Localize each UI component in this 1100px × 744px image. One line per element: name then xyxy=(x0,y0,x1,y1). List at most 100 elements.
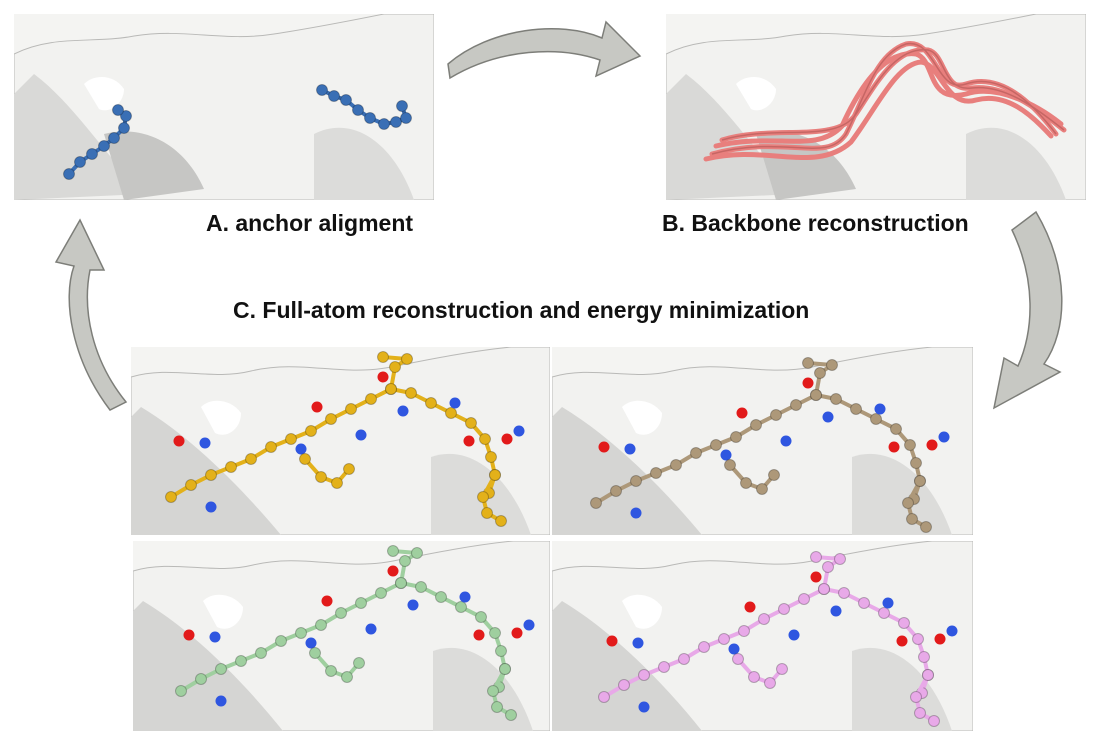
ball-and-stick-chain xyxy=(63,104,132,180)
atom xyxy=(914,707,926,719)
atom xyxy=(355,597,367,609)
atom xyxy=(618,679,630,691)
atom xyxy=(485,451,497,463)
nitrogen-atom xyxy=(882,597,894,609)
step-c-label: C. Full-atom reconstruction and energy m… xyxy=(233,297,810,323)
atom xyxy=(341,671,353,683)
atom xyxy=(63,168,75,180)
nitrogen-atom xyxy=(830,605,842,617)
ball-and-stick-chain xyxy=(377,351,413,395)
nitrogen-atom xyxy=(209,631,221,643)
ball-and-stick-chain xyxy=(802,357,838,401)
atom xyxy=(309,647,321,659)
atom xyxy=(810,551,822,563)
atom xyxy=(898,617,910,629)
atom xyxy=(345,403,357,415)
atom xyxy=(910,457,922,469)
oxygen-atom xyxy=(387,565,399,577)
nitrogen-atom xyxy=(624,443,636,455)
atom xyxy=(850,403,862,415)
atom xyxy=(215,663,227,675)
full-atom-model-3 xyxy=(133,541,550,731)
atom xyxy=(245,453,257,465)
atom xyxy=(378,118,390,130)
ball-and-stick-chain xyxy=(732,653,788,689)
atom xyxy=(325,413,337,425)
nitrogen-atom xyxy=(295,443,307,455)
model-2-structure xyxy=(552,347,973,535)
atom xyxy=(914,475,926,487)
atom xyxy=(870,413,882,425)
atom xyxy=(120,110,132,122)
atom xyxy=(826,359,838,371)
atom xyxy=(481,507,493,519)
atom xyxy=(343,463,355,475)
atom xyxy=(790,399,802,411)
atom xyxy=(758,613,770,625)
atom xyxy=(479,433,491,445)
atom xyxy=(415,581,427,593)
atom xyxy=(818,583,830,595)
ball-and-stick-chain xyxy=(316,84,412,130)
nitrogen-atom xyxy=(397,405,409,417)
ball-and-stick-chain xyxy=(477,469,507,527)
atom xyxy=(778,603,790,615)
full-atom-model-1 xyxy=(131,347,550,535)
atom xyxy=(750,419,762,431)
protein-surface-b xyxy=(666,14,1086,200)
anchor-alignment-panel xyxy=(14,14,434,200)
ball-and-stick-chain xyxy=(487,663,517,721)
atom xyxy=(399,555,411,567)
oxygen-atom xyxy=(311,401,323,413)
nitrogen-atom xyxy=(407,599,419,611)
atom xyxy=(610,485,622,497)
ball-and-stick-chain xyxy=(387,545,423,589)
nitrogen-atom xyxy=(638,701,650,713)
backbone-reconstruction-panel xyxy=(666,14,1086,200)
oxygen-atom xyxy=(173,435,185,447)
atom xyxy=(487,685,499,697)
atom xyxy=(425,397,437,409)
full-atom-model-4 xyxy=(552,541,973,731)
nitrogen-atom xyxy=(720,449,732,461)
atom xyxy=(834,553,846,565)
atom xyxy=(918,651,930,663)
nitrogen-atom xyxy=(938,431,950,443)
arrow-b-to-c-icon xyxy=(992,210,1063,410)
atom xyxy=(340,94,352,106)
nitrogen-atom xyxy=(780,435,792,447)
atom xyxy=(275,635,287,647)
nitrogen-atom xyxy=(523,619,535,631)
oxygen-atom xyxy=(183,629,195,641)
atom xyxy=(112,104,124,116)
atom xyxy=(205,469,217,481)
atom xyxy=(810,389,822,401)
step-b-label: B. Backbone reconstruction xyxy=(662,210,969,236)
atom xyxy=(315,619,327,631)
atom xyxy=(390,116,402,128)
ball-and-stick-chain xyxy=(165,371,525,513)
atom xyxy=(495,645,507,657)
atom xyxy=(396,100,408,112)
atom xyxy=(118,122,130,134)
atom xyxy=(325,665,337,677)
oxygen-atom xyxy=(744,601,756,613)
ball-and-stick-chain xyxy=(810,551,846,595)
atom xyxy=(630,475,642,487)
atom xyxy=(435,591,447,603)
protein-surface-a xyxy=(14,14,434,200)
atom xyxy=(670,459,682,471)
atom xyxy=(698,641,710,653)
atom xyxy=(328,90,340,102)
atom xyxy=(732,653,744,665)
atom xyxy=(928,715,940,727)
atom xyxy=(730,431,742,443)
nitrogen-atom xyxy=(874,403,886,415)
atom xyxy=(910,691,922,703)
atom xyxy=(890,423,902,435)
atom xyxy=(489,469,501,481)
nitrogen-atom xyxy=(728,643,740,655)
atom xyxy=(495,515,507,527)
atom xyxy=(798,593,810,605)
atom xyxy=(175,685,187,697)
